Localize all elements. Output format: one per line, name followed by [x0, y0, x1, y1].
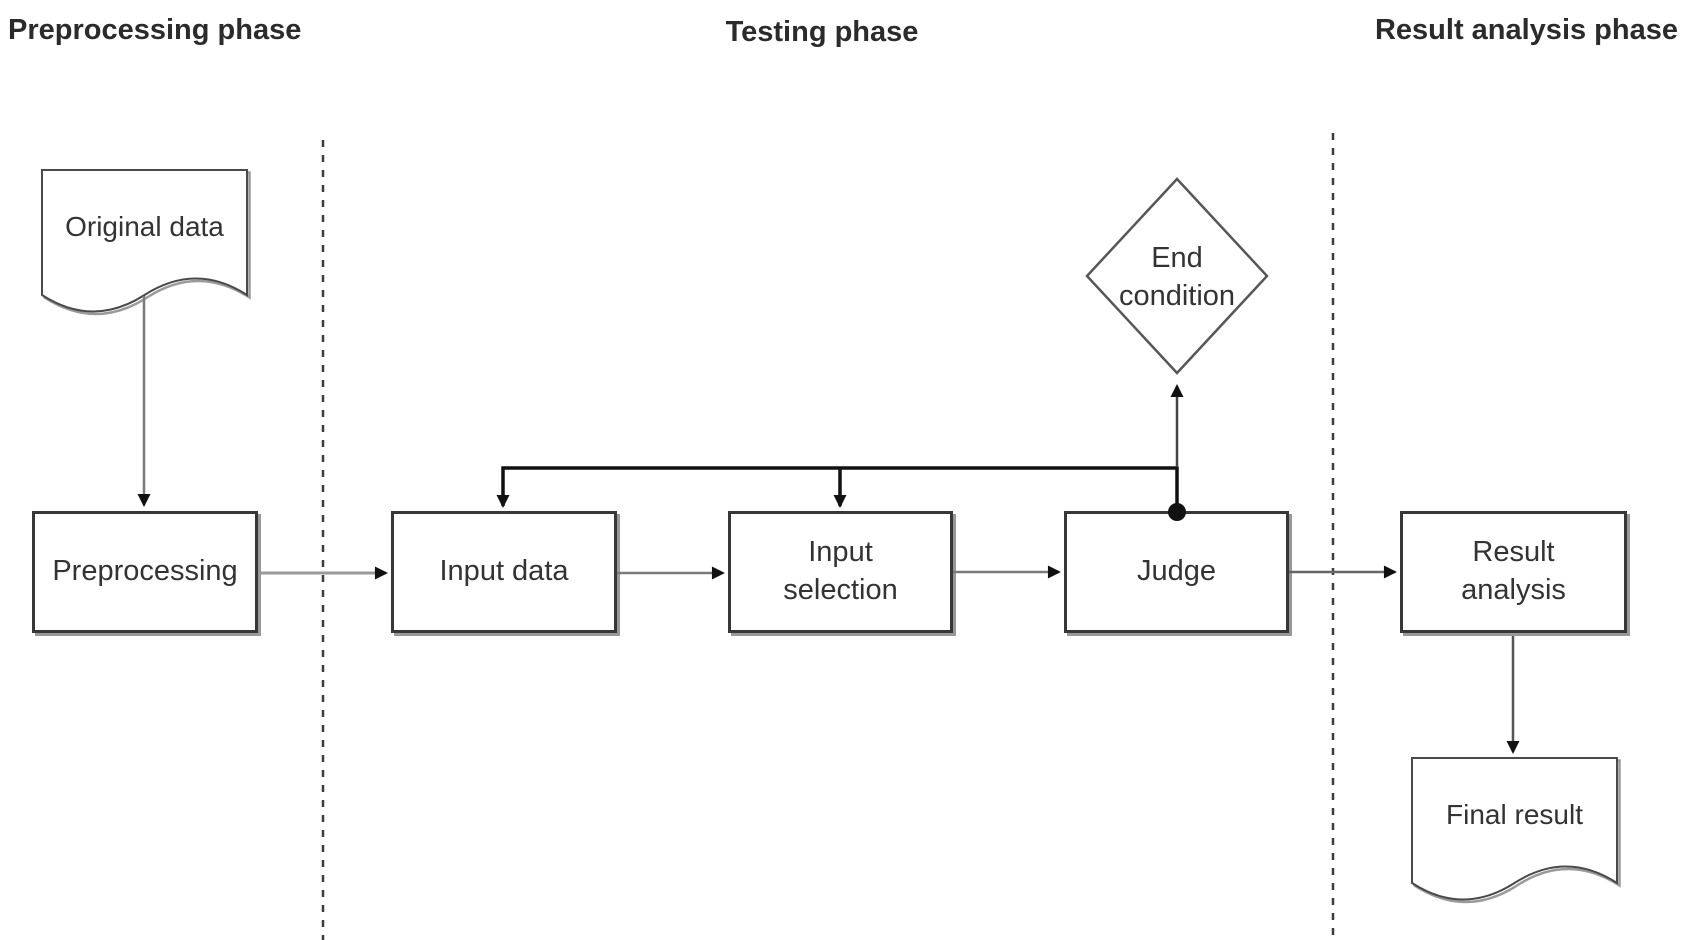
- document-label-final-result: Final result: [1446, 799, 1583, 831]
- document-label-original-data: Original data: [65, 211, 224, 243]
- process-label-judge: Judge: [1136, 555, 1216, 588]
- process-box-input-selection: Input selection: [728, 511, 953, 633]
- process-box-input-data: Input data: [391, 511, 617, 633]
- process-label-input-selection: Input selection: [783, 536, 898, 606]
- process-box-preprocessing: Preprocessing: [32, 511, 258, 633]
- process-label-preprocessing: Preprocessing: [52, 555, 238, 588]
- process-box-result-analysis: Result analysis: [1400, 511, 1627, 633]
- phase-heading-preprocessing: Preprocessing phase: [8, 14, 302, 46]
- phase-heading-result-analysis: Result analysis phase: [1374, 14, 1678, 46]
- process-label-result-analysis: Result analysis: [1461, 536, 1566, 606]
- edge-feedback-to-input-data: [496, 466, 1177, 508]
- process-box-judge: Judge: [1064, 511, 1289, 633]
- process-label-input-data: Input data: [439, 555, 569, 588]
- phase-heading-testing: Testing phase: [725, 16, 919, 48]
- decision-label-end-condition: End condition: [1118, 241, 1236, 312]
